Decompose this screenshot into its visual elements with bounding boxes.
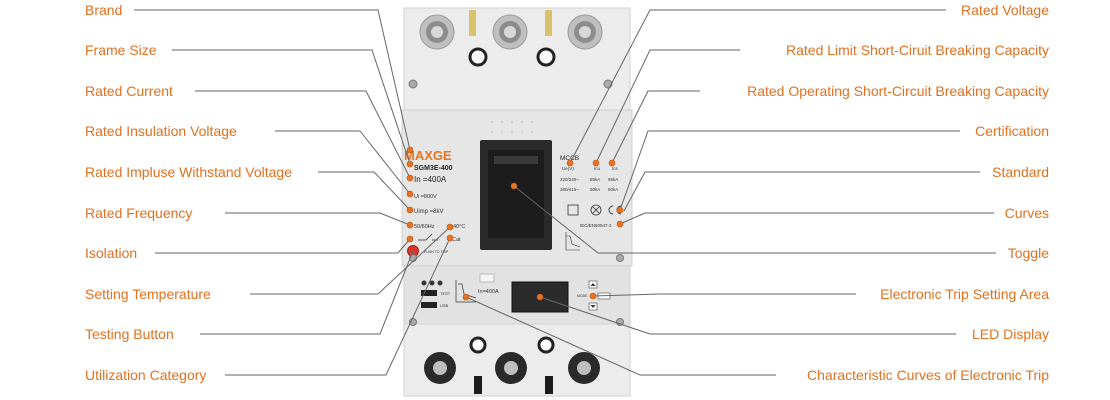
rating-header-ics: Ics — [612, 166, 619, 171]
top-phase-marker-2 — [545, 10, 552, 36]
screw-mid-right — [617, 255, 624, 262]
marker-certification — [617, 207, 623, 213]
bottom-phase-marker-2 — [545, 376, 553, 394]
label-rated-insulation-voltage: Rated Insulation Voltage — [85, 123, 237, 139]
aux-hole-left — [470, 49, 486, 65]
bottom-terminal-left — [424, 352, 456, 384]
screw-top-left — [409, 80, 417, 88]
aux-hole-bottom-right — [539, 338, 553, 352]
label-led-display: LED Display — [972, 326, 1049, 342]
marker-toggle — [511, 183, 517, 189]
trip-setting-switch[interactable] — [480, 274, 494, 282]
label-brand: Brand — [85, 2, 122, 18]
label-operating-breaking-capacity: Rated Operating Short-Circuit Breaking C… — [747, 83, 1049, 99]
rating-row-2-icu: 50kA — [590, 187, 600, 192]
label-utilization-category: Utilization Category — [85, 367, 206, 383]
leader-insulation — [275, 131, 410, 194]
marker-frequency — [407, 222, 413, 228]
bottom-phase-marker-1 — [474, 376, 482, 394]
aux-hole-bottom-left — [471, 338, 485, 352]
rating-row-1-ics: 65kA — [608, 177, 618, 182]
top-phase-marker-1 — [469, 10, 476, 36]
mode-button-label: MODE — [577, 294, 588, 298]
marker-isolation — [407, 236, 413, 242]
label-toggle: Toggle — [1008, 245, 1049, 261]
current-text: In =400A — [414, 175, 447, 184]
label-certification: Certification — [975, 123, 1049, 139]
temperature-text: 40°C — [453, 224, 465, 230]
rating-row-2-ics: 50kA — [608, 187, 618, 192]
right-labels: Rated Voltage Rated Limit Short-Ciruit B… — [747, 2, 1049, 383]
category-text: Cat — [452, 237, 461, 243]
model-text: SGM3E-400 — [414, 165, 453, 172]
marker-led-display — [537, 294, 543, 300]
marker-utilization — [447, 235, 453, 241]
marker-frame-size — [407, 161, 413, 167]
marker-setting-temperature — [447, 224, 453, 230]
top-terminal-right — [568, 15, 602, 49]
label-frame-size: Frame Size — [85, 42, 157, 58]
marker-rated-voltage — [567, 160, 573, 166]
rating-header-ue: Ue(V) — [562, 166, 574, 171]
label-electronic-trip-setting-area: Electronic Trip Setting Area — [880, 286, 1049, 302]
leader-isolation — [155, 239, 410, 253]
leader-impulse — [318, 172, 410, 210]
circuit-breaker: MAXGE SGM3E-400 In =400A Ui =800V Uimp =… — [402, 8, 632, 396]
insulation-text: Ui =800V — [414, 194, 437, 200]
left-labels: Brand Frame Size Rated Current Rated Ins… — [85, 2, 292, 383]
leader-curves — [620, 213, 994, 224]
bottom-terminal-middle — [495, 352, 527, 384]
usb-port-label: USB — [440, 303, 449, 308]
toggle-grip — [494, 156, 538, 164]
rating-header-icu: Icu — [594, 166, 601, 171]
indicator-led-3 — [438, 281, 443, 286]
marker-brand — [407, 147, 413, 153]
test-port-label: TEST — [440, 291, 451, 296]
rating-row-1-voltage: 220/240~ — [560, 177, 579, 182]
rating-row-1-icu: 85kA — [590, 177, 600, 182]
label-rated-voltage: Rated Voltage — [961, 2, 1049, 18]
trip-label-text: PUSH TO TRIP — [424, 250, 449, 254]
leader-testing-button — [200, 251, 413, 334]
marker-rated-current — [407, 175, 413, 181]
marker-limit-capacity — [593, 160, 599, 166]
marker-impulse — [407, 207, 413, 213]
label-rated-impulse-voltage: Rated Impluse Withstand Voltage — [85, 164, 292, 180]
leader-trip-setting — [593, 294, 856, 296]
trip-current-text: In=400A — [478, 289, 499, 295]
label-isolation: Isolation — [85, 245, 137, 261]
leader-frequency — [225, 213, 410, 225]
label-rated-current: Rated Current — [85, 83, 173, 99]
top-terminal-middle — [493, 15, 527, 49]
label-standard: Standard — [992, 164, 1049, 180]
label-setting-temperature: Setting Temperature — [85, 286, 211, 302]
top-terminal-left — [420, 15, 454, 49]
indicator-led-1 — [422, 281, 427, 286]
label-curves: Curves — [1005, 205, 1049, 221]
aux-hole-right — [538, 49, 554, 65]
marker-characteristic-curve — [463, 294, 469, 300]
label-testing-button: Testing Button — [85, 326, 174, 342]
label-limit-breaking-capacity: Rated Limit Short-Ciruit Breaking Capaci… — [786, 42, 1049, 58]
marker-operating-capacity — [609, 160, 615, 166]
impulse-text: Uimp =8kV — [414, 209, 444, 215]
rating-row-2-voltage: 380/415~ — [560, 187, 579, 192]
label-characteristic-curves: Characteristic Curves of Electronic Trip — [807, 367, 1049, 383]
label-rated-frequency: Rated Frequency — [85, 205, 192, 221]
usb-port[interactable] — [421, 302, 437, 308]
marker-trip-setting — [590, 293, 596, 299]
leader-standard — [624, 172, 980, 211]
marker-insulation — [407, 191, 413, 197]
bottom-terminal-right — [568, 352, 600, 384]
leader-certification — [620, 131, 960, 210]
marker-curves — [617, 221, 623, 227]
standard-text: IEC/EN60947-2 — [580, 223, 612, 228]
frequency-text: 50/60Hz — [414, 224, 435, 230]
